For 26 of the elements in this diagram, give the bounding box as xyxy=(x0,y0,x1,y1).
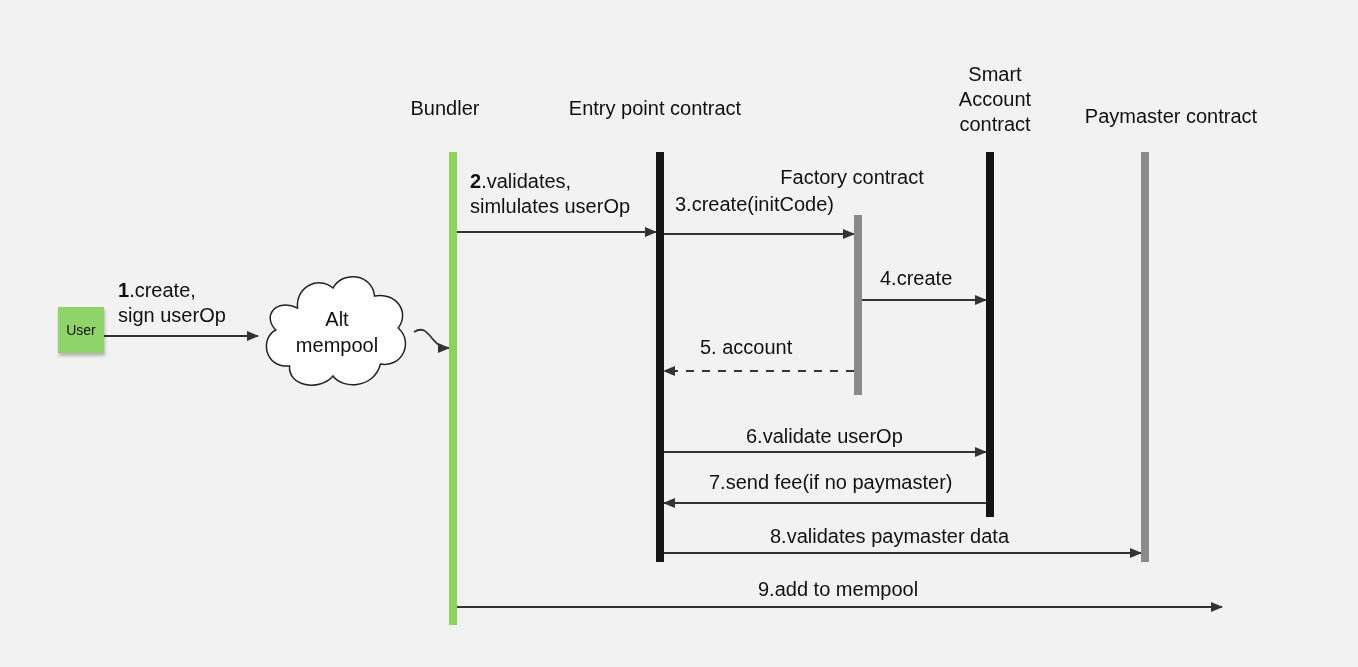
edge-label: 8.validates paymaster data xyxy=(770,524,1010,549)
lifeline-heading: Bundler xyxy=(410,96,480,121)
lifeline-heading: Entry point contract xyxy=(568,96,742,121)
arrow xyxy=(456,602,1223,612)
arrow xyxy=(456,227,657,237)
edge-label: 5. account xyxy=(700,335,793,360)
lifeline-heading: Factory contract xyxy=(780,165,924,190)
edge-label: 4.create xyxy=(880,266,953,291)
edge-label: 3.create(initCode) xyxy=(675,192,834,217)
cloud-label: Alt mempool xyxy=(294,307,380,358)
edge-label: 6.validate userOp xyxy=(746,424,903,449)
arrow xyxy=(663,229,855,239)
arrow xyxy=(663,548,1142,558)
lifeline-heading: Paymaster contract xyxy=(1084,104,1258,129)
arrow xyxy=(861,295,987,305)
arrow xyxy=(663,447,987,457)
edge-label: 7.send fee(if no paymaster) xyxy=(709,470,953,495)
edge-label: 2.validates, simlulates userOp xyxy=(470,169,632,219)
edge-label: 1.create, sign userOp xyxy=(118,278,227,328)
lifeline-heading: Smart Account contract xyxy=(957,62,1033,137)
arrow xyxy=(103,331,259,341)
arrow xyxy=(663,498,987,508)
edge-label: 9.add to mempool xyxy=(758,577,919,602)
arrow xyxy=(413,328,450,352)
sticky-note: User xyxy=(58,307,104,353)
dashed-arrow xyxy=(663,366,855,376)
